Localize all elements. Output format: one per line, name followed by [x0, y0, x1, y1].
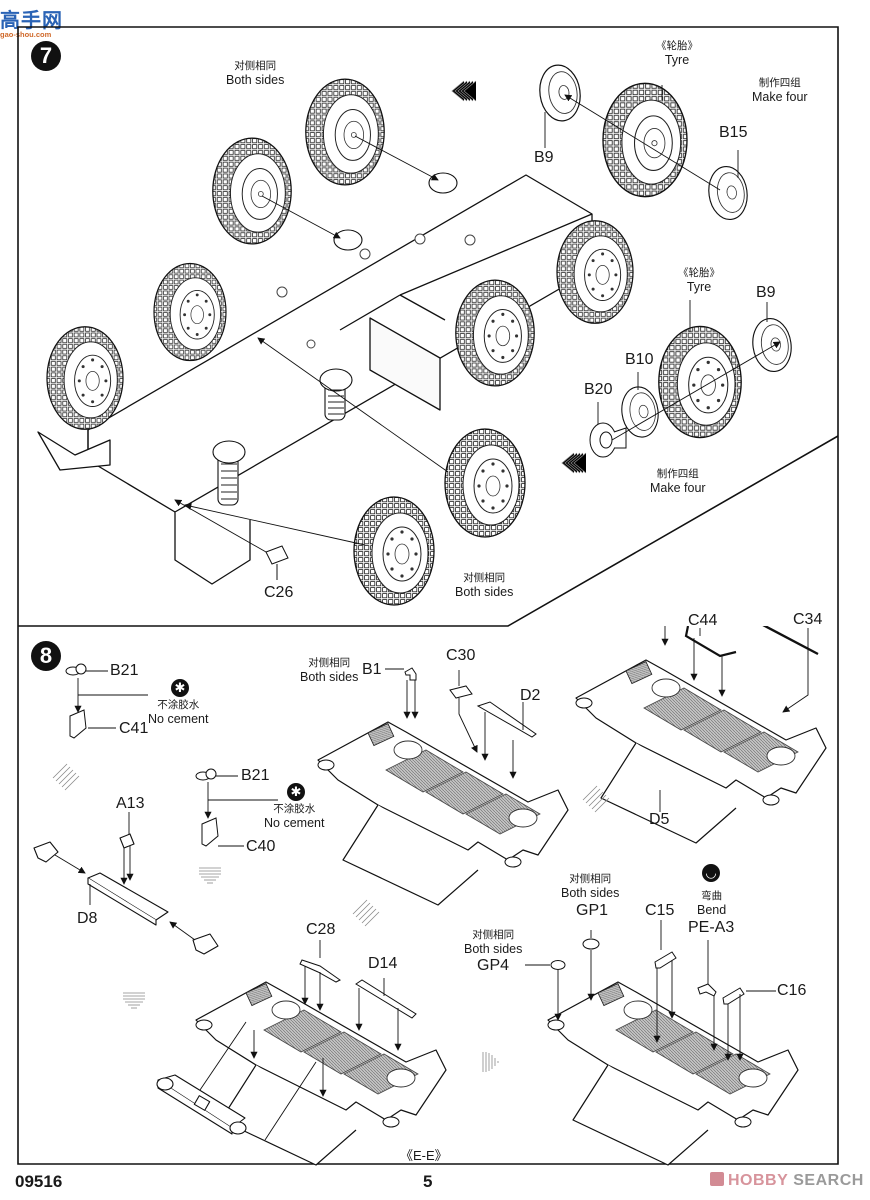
note-both-sides: 对侧相同 Both sides	[561, 873, 619, 901]
kit-code: 09516	[15, 1172, 63, 1191]
part-label: B9	[756, 284, 776, 301]
note-en: Bend	[697, 903, 727, 917]
hobbysearch-logo-icon	[710, 1172, 724, 1186]
note-tyre: 《轮胎》 Tyre	[656, 40, 698, 68]
part-label: D5	[649, 811, 670, 828]
part-label: C16	[777, 982, 807, 999]
part-label: C26	[264, 584, 294, 601]
note-bend: 弯曲 Bend	[697, 890, 726, 918]
note-cn: 对侧相同	[308, 657, 351, 669]
note-en: Tyre	[664, 53, 690, 67]
part-label: C44	[688, 612, 718, 629]
hobbysearch-brand-b: SEARCH	[793, 1172, 864, 1189]
part-label: C30	[446, 647, 476, 664]
note-cn: 对侧相同	[463, 572, 506, 584]
note-both-sides: 对侧相同 Both sides	[226, 60, 284, 88]
part-label: C34	[793, 611, 823, 628]
note-en: No cement	[148, 712, 209, 726]
note-cn: 对侧相同	[472, 929, 515, 941]
part-label: C41	[119, 720, 149, 737]
section-label: 《E-E》	[400, 1148, 448, 1163]
part-label: A13	[116, 795, 145, 812]
hobbysearch-watermark: HOBBY SEARCH	[710, 1172, 864, 1190]
note-en: Both sides	[455, 585, 514, 599]
note-cn: 对侧相同	[569, 873, 612, 885]
no-cement-icon: ✱	[287, 783, 305, 801]
part-label: C28	[306, 921, 336, 938]
step-8-number: 8	[39, 643, 53, 668]
note-en: Make four	[752, 90, 808, 104]
part-label: B21	[110, 662, 139, 679]
hobbysearch-brand-a: HOBBY	[728, 1172, 789, 1189]
step-8-badge: 8	[31, 641, 61, 671]
bend-icon: ◡	[702, 864, 720, 882]
note-cn: 不涂胶水	[157, 699, 200, 711]
part-label: D8	[77, 910, 98, 927]
no-cement-icon: ✱	[171, 679, 189, 697]
note-en: Both sides	[300, 670, 359, 684]
part-label: C40	[246, 838, 276, 855]
part-label: C15	[645, 902, 675, 919]
note-cn: 制作四组	[656, 468, 699, 480]
note-en: Both sides	[561, 886, 620, 900]
note-en: Make four	[650, 481, 706, 495]
part-label: D2	[520, 687, 541, 704]
step-8-illustration	[33, 626, 827, 1166]
note-en: Both sides	[464, 942, 523, 956]
step-7-badge: 7	[31, 41, 61, 71]
note-both-sides: 对侧相同 Both sides	[300, 657, 358, 685]
note-en: Both sides	[226, 73, 285, 87]
note-make-four: 制作四组 Make four	[650, 468, 706, 496]
part-label: D14	[368, 955, 398, 972]
step-7-number: 7	[39, 43, 53, 68]
step-7-illustration	[37, 61, 796, 606]
note-cn: 《轮胎》	[656, 40, 698, 52]
note-cn: 弯曲	[701, 890, 723, 902]
part-label: PE-A3	[688, 919, 735, 936]
note-make-four: 制作四组 Make four	[752, 77, 808, 105]
part-label: GP1	[576, 902, 609, 919]
note-cn: 不涂胶水	[273, 803, 316, 815]
part-label: GP4	[477, 957, 510, 974]
note-both-sides: 对侧相同 Both sides	[455, 572, 513, 600]
note-no-cement: 不涂胶水 No cement	[148, 699, 208, 727]
note-tyre: 《轮胎》 Tyre	[678, 267, 720, 295]
note-cn: 《轮胎》	[678, 267, 720, 279]
note-both-sides: 对侧相同 Both sides	[464, 929, 522, 957]
part-label: B20	[584, 381, 613, 398]
page-number: 5	[423, 1172, 433, 1191]
note-en: No cement	[264, 816, 325, 830]
note-cn: 对侧相同	[234, 60, 277, 72]
note-no-cement: 不涂胶水 No cement	[264, 803, 324, 831]
part-label: B10	[625, 351, 654, 368]
part-label: B9	[534, 149, 554, 166]
note-cn: 制作四组	[758, 77, 801, 89]
note-en: Tyre	[686, 280, 712, 294]
part-label: B15	[719, 124, 748, 141]
part-label: B21	[241, 767, 270, 784]
part-label: B1	[362, 661, 382, 678]
